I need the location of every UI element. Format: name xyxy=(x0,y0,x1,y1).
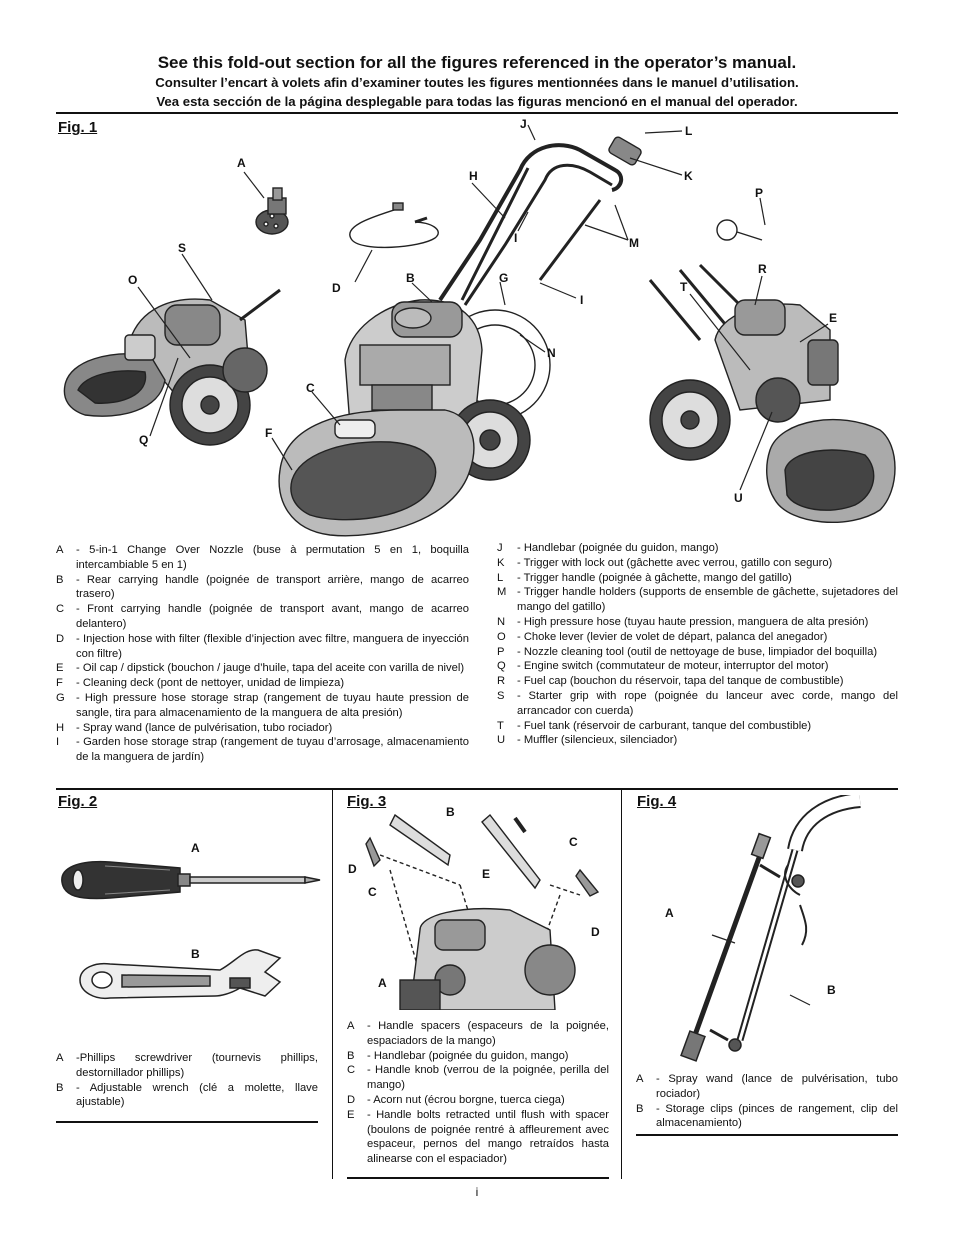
fig2-bottom-rule xyxy=(56,1121,318,1123)
fig4-illustration xyxy=(680,795,861,1062)
fig1-bottom-rule xyxy=(56,788,898,790)
legend-item: E- Handle bolts retracted until flush wi… xyxy=(347,1108,609,1166)
fig4-bottom-rule xyxy=(636,1134,898,1136)
fig1-callout-d: D xyxy=(332,281,341,295)
fig1-callout-q: Q xyxy=(139,433,149,447)
fig1-callout-g: G xyxy=(499,271,509,285)
fig3-callout-d2: D xyxy=(591,925,600,939)
legend-item: A- Handle spacers (espaceurs de la poign… xyxy=(347,1020,609,1047)
fig3-legend: A- Handle spacers (espaceurs de la poign… xyxy=(347,1019,609,1167)
fig3-callout-d1: D xyxy=(348,862,357,876)
header-title-fr: Consulter l’encart à volets afin d’exami… xyxy=(155,75,799,90)
fig3-callout-e: E xyxy=(482,867,491,881)
legend-item: H- Spray wand (lance de pulvérisation, t… xyxy=(56,721,333,734)
header-title-es: Vea esta sección de la página desplegabl… xyxy=(156,94,798,109)
fig1-callout-t: T xyxy=(680,280,688,294)
fig1-callout-j: J xyxy=(520,117,527,131)
legend-item: G- High pressure hose storage strap (ran… xyxy=(56,691,469,719)
fig1-callout-n: N xyxy=(547,346,556,360)
legend-item: N- High pressure hose (tuyau haute press… xyxy=(497,615,869,628)
legend-item: J- Handlebar (poignée du guidon, mango) xyxy=(497,542,719,554)
fig3-bottom-rule xyxy=(347,1177,609,1179)
fig1-callout-r: R xyxy=(758,262,767,276)
fig1-callout-p: P xyxy=(755,186,764,200)
fig3-callout-c1: C xyxy=(368,885,377,899)
legend-item: U- Muffler (silencieux, silenciador) xyxy=(497,734,678,747)
legend-item: C- Handle knob (verrou de la poignée, pe… xyxy=(347,1064,609,1092)
divider-fig3-fig4 xyxy=(621,789,622,1179)
legend-item: D- Injection hose with filter (flexible … xyxy=(56,632,469,660)
fig1-callout-f: F xyxy=(265,426,273,440)
left-view-drawing xyxy=(63,288,281,446)
fig1-legend-left: A- 5-in-1 Change Over Nozzle (buse à per… xyxy=(56,543,469,765)
fig1-leaders xyxy=(137,124,829,491)
legend-item: S- Starter grip with rope (poignée du la… xyxy=(497,689,898,717)
legend-item: E- Oil cap / dipstick (bouchon / jauge d… xyxy=(56,662,465,675)
legend-item: Q- Engine switch (commutateur de moteur,… xyxy=(497,660,829,673)
legend-item: B- Adjustable wrench (clé a molette, lla… xyxy=(56,1081,318,1109)
divider-fig2-fig3 xyxy=(332,789,333,1179)
fig2-illustration xyxy=(61,860,321,1000)
legend-item: A- 5-in-1 Change Over Nozzle (buse à per… xyxy=(56,544,469,571)
fig1-illustration xyxy=(63,124,896,537)
legend-item: R- Fuel cap (bouchon du réservoir, tapa … xyxy=(497,675,844,688)
legend-item: T- Fuel tank (réservoir de carburant, ta… xyxy=(497,719,812,732)
fig2-callout-a: A xyxy=(191,841,200,855)
legend-item: B- Handlebar (poignée du guidon, mango) xyxy=(347,1049,569,1062)
fig3-callout-b: B xyxy=(446,805,455,819)
fig1-callout-o: O xyxy=(128,273,138,287)
legend-item: D- Acorn nut (écrou borgne, tuerca ciega… xyxy=(347,1093,565,1106)
fig4-callout-b: B xyxy=(827,983,836,997)
fig3-illustration xyxy=(365,813,600,1010)
legend-item: A-Phillips screwdriver (tournevis philli… xyxy=(56,1052,318,1079)
fig1-callout-c: C xyxy=(306,381,315,395)
header-title-en: See this fold-out section for all the fi… xyxy=(157,53,797,72)
fig1-callout-i2: I xyxy=(580,293,584,307)
legend-item: M- Trigger handle holders (supports de e… xyxy=(497,586,898,614)
header-rule xyxy=(56,112,898,114)
right-view-drawing xyxy=(648,263,896,524)
fig1-callout-m: M xyxy=(629,236,639,250)
legend-item: A- Spray wand (lance de pulvérisation, t… xyxy=(636,1073,898,1100)
fig1-callout-a: A xyxy=(237,156,246,170)
fig2-callout-b: B xyxy=(191,947,200,961)
fig3-callout-a: A xyxy=(378,976,387,990)
fig1-callout-s: S xyxy=(178,241,187,255)
fig1-callout-l: L xyxy=(685,124,693,138)
legend-item: O- Choke lever (levier de volet de dépar… xyxy=(497,630,828,643)
legend-item: C- Front carrying handle (poignée de tra… xyxy=(56,603,469,630)
fig2-legend: A-Phillips screwdriver (tournevis philli… xyxy=(56,1051,318,1110)
fig2-title: Fig. 2 xyxy=(58,793,98,810)
legend-item: B- Storage clips (pinces de rangement, c… xyxy=(636,1102,898,1130)
legend-item: I- Garden hose storage strap (rangement … xyxy=(56,736,469,764)
fig4-callout-a: A xyxy=(665,906,674,920)
fig4-legend: A- Spray wand (lance de pulvérisation, t… xyxy=(636,1072,898,1131)
legend-item: B- Rear carrying handle (poignée de tran… xyxy=(56,573,469,601)
fig1-callout-h: H xyxy=(469,169,478,183)
main-unit-drawing xyxy=(278,136,642,537)
nozzle-part xyxy=(255,187,289,235)
fig1-callout-u: U xyxy=(734,491,743,505)
fig1-callout-b: B xyxy=(406,271,415,285)
legend-item: F- Cleaning deck (pont de nettoyer, unid… xyxy=(56,677,345,690)
legend-item: P- Nozzle cleaning tool (outil de nettoy… xyxy=(497,645,878,658)
fig3-callout-c2: C xyxy=(569,835,578,849)
legend-item: L- Trigger handle (poignée à gâchette, m… xyxy=(497,571,792,584)
nozzle-cleaning-tool-part xyxy=(716,219,763,241)
fig1-callout-e: E xyxy=(829,311,838,325)
fig4-title: Fig. 4 xyxy=(637,793,677,810)
fig3-title: Fig. 3 xyxy=(347,793,387,810)
page-number: i xyxy=(475,1185,479,1199)
fig1-callout-k: K xyxy=(684,169,693,183)
injection-hose-part xyxy=(349,202,439,249)
fig1-callout-i1: I xyxy=(514,231,518,245)
fig1-title: Fig. 1 xyxy=(58,119,98,136)
legend-item: K- Trigger with lock out (gâchette avec … xyxy=(497,556,833,569)
fig1-legend-right: J- Handlebar (poignée du guidon, mango) … xyxy=(497,541,898,748)
